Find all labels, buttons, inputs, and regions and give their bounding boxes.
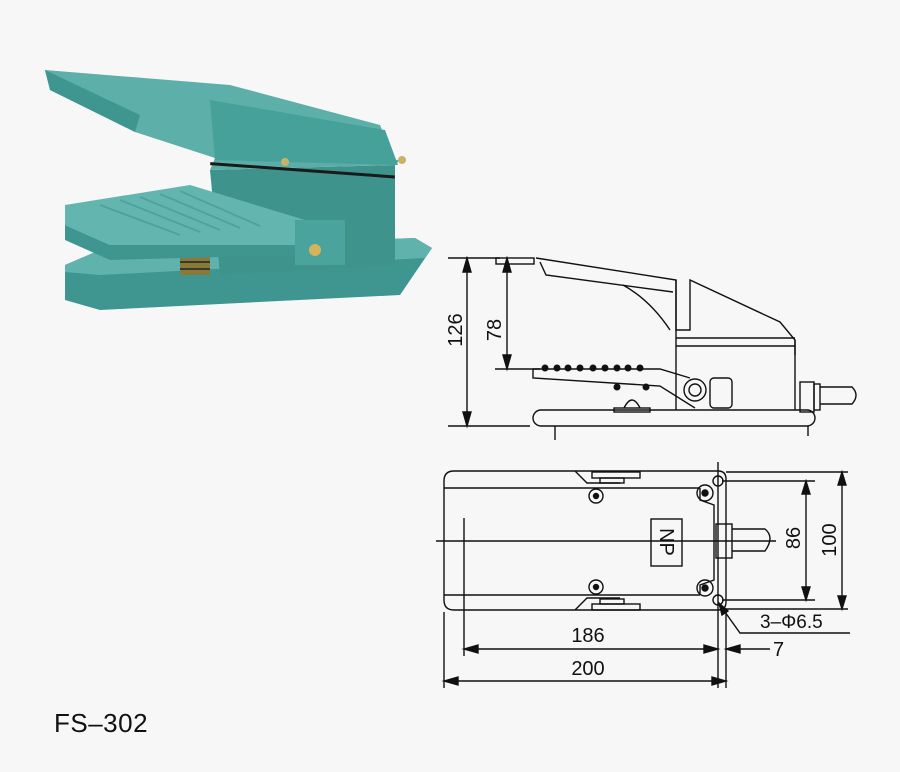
dim-126: 126 xyxy=(445,313,467,346)
dim-86: 86 xyxy=(783,527,805,549)
foot-switch-photo xyxy=(40,60,440,330)
screw-icon xyxy=(398,156,406,164)
dim-186: 186 xyxy=(571,625,604,647)
screw-icon xyxy=(281,158,289,166)
dim-7: 7 xyxy=(773,639,784,661)
model-number: FS–302 xyxy=(54,708,149,738)
hole-callout: 3–Φ6.5 xyxy=(760,612,823,633)
dim-100: 100 xyxy=(819,523,841,556)
name-plate-label: NP xyxy=(655,528,677,556)
hinge-pin-icon xyxy=(309,244,321,256)
dim-78: 78 xyxy=(484,319,506,341)
dim-200: 200 xyxy=(571,658,604,680)
